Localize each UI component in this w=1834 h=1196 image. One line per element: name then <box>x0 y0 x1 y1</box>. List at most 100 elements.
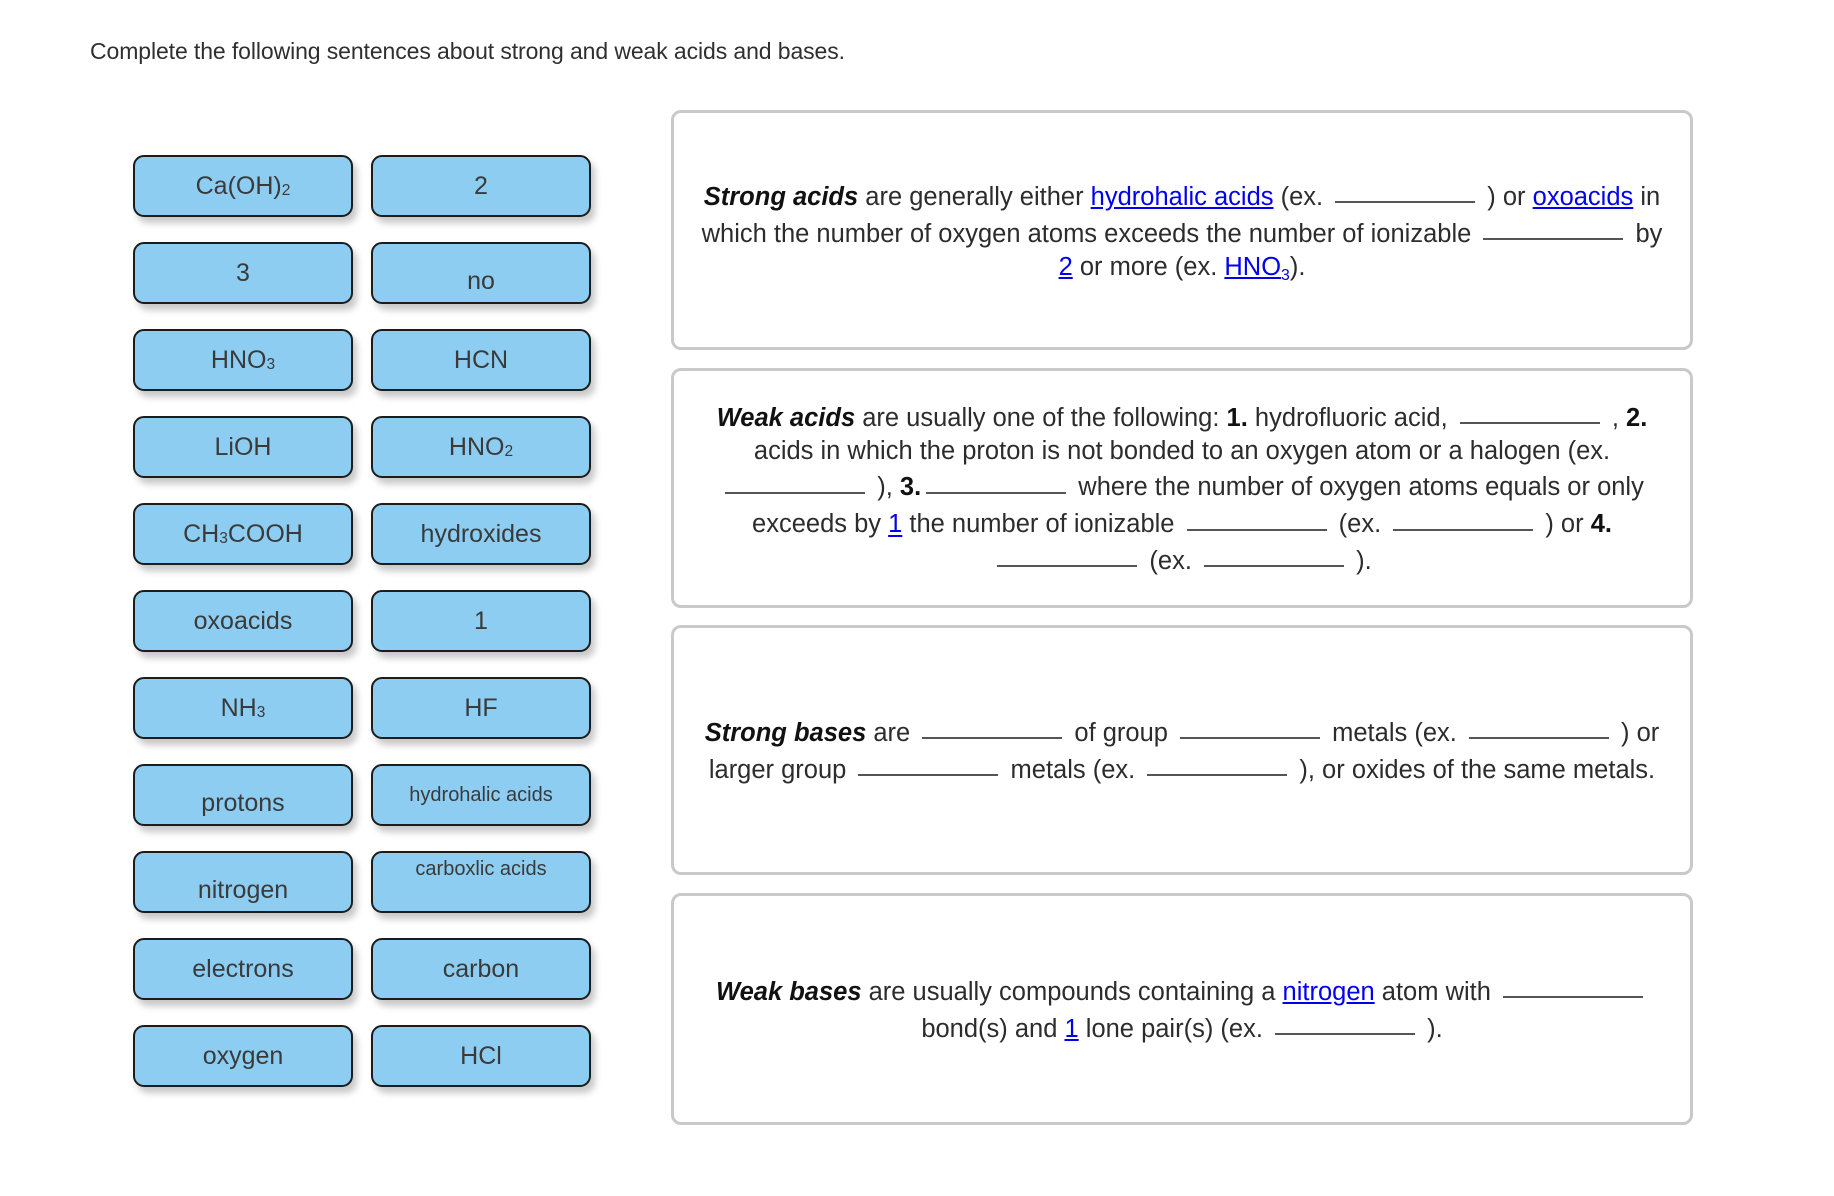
blank-slot[interactable] <box>1180 713 1321 740</box>
tile-hydrohalic-acids[interactable]: hydrohalic acids <box>371 764 591 826</box>
term-weak-acids: Weak acids <box>716 404 856 433</box>
static-text: (ex. <box>1331 510 1389 539</box>
blank-slot[interactable] <box>1275 1009 1415 1036</box>
tile-row: 3 no <box>133 242 603 329</box>
statement-panel-weak-acids: Weak acids are usually one of the follow… <box>671 368 1693 608</box>
static-text: ), or oxides of the same metals. <box>1292 756 1656 785</box>
static-text: metals (ex. <box>1325 719 1464 748</box>
answer-oxoacids[interactable]: oxoacids <box>1532 183 1634 212</box>
answer-2[interactable]: 2 <box>1058 252 1073 281</box>
static-text: ) or <box>1538 510 1591 539</box>
tile-label: NH <box>220 693 257 722</box>
tile-label: protons <box>201 789 285 817</box>
tile-label: nitrogen <box>197 876 289 904</box>
tile-oxygen[interactable]: oxygen <box>133 1025 353 1087</box>
tile-hcn[interactable]: HCN <box>371 329 591 391</box>
static-text: are usually compounds containing a <box>861 978 1283 1007</box>
static-text: (ex. <box>1142 547 1199 576</box>
tile-carboxlic-acids[interactable]: carboxlic acids <box>371 851 591 913</box>
tile-label: HNO <box>448 432 505 461</box>
blank-slot[interactable] <box>858 750 999 777</box>
static-text: ). <box>1349 547 1372 576</box>
tile-row: protons hydrohalic acids <box>133 764 603 851</box>
tile-label: hydrohalic acids <box>409 784 553 806</box>
answer-1[interactable]: 1 <box>1064 1015 1079 1044</box>
tile-row: Ca(OH)2 2 <box>133 155 603 242</box>
static-text: are generally either <box>858 183 1091 212</box>
answer-1[interactable]: 1 <box>888 510 903 539</box>
tile-label: electrons <box>192 954 294 983</box>
tile-lioh[interactable]: LiOH <box>133 416 353 478</box>
list-marker-3: 3. <box>899 473 922 502</box>
static-text: (ex. <box>1273 183 1331 212</box>
tile-protons[interactable]: protons <box>133 764 353 826</box>
list-marker-4: 4. <box>1590 510 1612 539</box>
tile-hydroxides[interactable]: hydroxides <box>371 503 591 565</box>
static-text: are usually one of the following: <box>855 404 1227 433</box>
blank-slot[interactable] <box>922 713 1063 740</box>
blank-slot[interactable] <box>725 467 866 494</box>
tile-label: carbon <box>442 954 520 983</box>
tile-label: LiOH <box>214 432 272 461</box>
blank-slot[interactable] <box>1335 177 1476 204</box>
static-text: ) or larger group <box>708 719 1660 785</box>
static-text: acids in which the proton is not bonded … <box>753 436 1611 465</box>
tile-carbon[interactable]: carbon <box>371 938 591 1000</box>
blank-slot[interactable] <box>1459 398 1600 425</box>
tile-label: 1 <box>474 606 488 635</box>
static-text: or more (ex. <box>1072 252 1225 281</box>
term-strong-acids: Strong acids <box>703 183 859 212</box>
answer-nitrogen[interactable]: nitrogen <box>1282 978 1375 1007</box>
tile-label: carboxlic acids <box>415 858 547 880</box>
tile-label: HNO <box>210 345 267 374</box>
answer-hno3[interactable]: HNO3 <box>1224 253 1290 284</box>
blank-slot[interactable] <box>1147 750 1288 777</box>
statement-panel-strong-acids: Strong acids are generally either hydroh… <box>671 110 1693 350</box>
blank-slot[interactable] <box>1204 541 1344 568</box>
static-text: lone pair(s) (ex. <box>1078 1015 1270 1044</box>
blank-slot[interactable] <box>1393 504 1534 531</box>
tile-electrons[interactable]: electrons <box>133 938 353 1000</box>
tile-nitrogen[interactable]: nitrogen <box>133 851 353 913</box>
blank-slot[interactable] <box>997 541 1138 568</box>
static-text: where the number of oxygen atoms equals … <box>752 473 1644 539</box>
static-text: ). <box>1420 1015 1443 1044</box>
tile-row: electrons carbon <box>133 938 603 1025</box>
tile-no[interactable]: no <box>371 242 591 304</box>
page-instruction: Complete the following sentences about s… <box>90 38 845 64</box>
static-text: ) or <box>1480 183 1533 212</box>
tile-hf[interactable]: HF <box>371 677 591 739</box>
tile-label: HCN <box>453 345 509 374</box>
static-text: bond(s) and <box>921 1015 1065 1044</box>
static-text: the number of ionizable <box>902 510 1182 539</box>
tile-oxoacids[interactable]: oxoacids <box>133 590 353 652</box>
statement-text: Strong bases are of group metals (ex. ) … <box>700 713 1664 787</box>
blank-slot[interactable] <box>1483 214 1624 240</box>
tile-row: oxoacids 1 <box>133 590 603 677</box>
tile-label: 2 <box>474 171 488 200</box>
answer-hno3-subscript: 3 <box>1281 266 1290 284</box>
tile-2[interactable]: 2 <box>371 155 591 217</box>
tile-1[interactable]: 1 <box>371 590 591 652</box>
blank-slot[interactable] <box>1186 504 1327 531</box>
tile-row: nitrogen carboxlic acids <box>133 851 603 938</box>
blank-slot[interactable] <box>1503 972 1643 999</box>
blank-slot[interactable] <box>1468 713 1609 740</box>
tile-ca-oh-2[interactable]: Ca(OH)2 <box>133 155 353 217</box>
tile-hcl[interactable]: HCl <box>371 1025 591 1087</box>
tile-3[interactable]: 3 <box>133 242 353 304</box>
blank-slot[interactable] <box>926 467 1067 494</box>
tile-label: Ca(OH) <box>195 171 282 200</box>
answer-hydrohalic-acids[interactable]: hydrohalic acids <box>1090 183 1274 212</box>
tile-label: CH <box>183 519 220 548</box>
statement-panel-weak-bases: Weak bases are usually compounds contain… <box>671 893 1693 1125</box>
static-text: by <box>1628 219 1663 248</box>
statement-panel-strong-bases: Strong bases are of group metals (ex. ) … <box>671 625 1693 875</box>
